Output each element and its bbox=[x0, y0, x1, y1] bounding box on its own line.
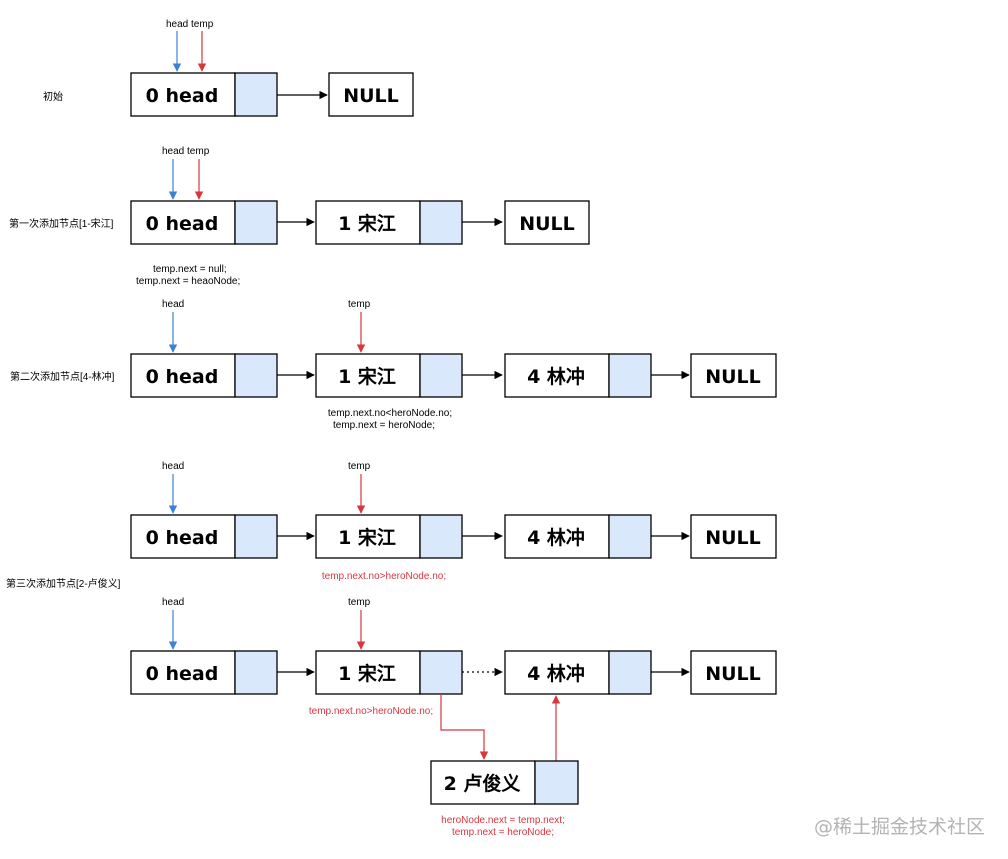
pointer-label-head-temp: head temp bbox=[166, 19, 214, 30]
node-label: 4 林冲 bbox=[527, 662, 585, 685]
next-pointer-cell bbox=[534, 760, 579, 805]
node-null: NULL bbox=[504, 200, 590, 245]
row-first-add: 第一次添加节点[1-宋江] head temp 0 head 1 宋江 NULL… bbox=[9, 146, 590, 287]
node-head: 0 head bbox=[130, 72, 278, 117]
next-pointer-cell bbox=[234, 650, 278, 695]
node-label: 0 head bbox=[146, 527, 219, 549]
next-pointer-cell bbox=[419, 514, 463, 559]
row-label-third-add: 第三次添加节点[2-卢俊义] bbox=[6, 577, 121, 590]
node-label: 0 head bbox=[146, 366, 219, 388]
next-pointer-cell bbox=[419, 650, 463, 695]
next-pointer-cell bbox=[608, 353, 652, 398]
next-pointer-cell bbox=[234, 72, 278, 117]
node-label: NULL bbox=[519, 213, 575, 235]
code-line: temp.next = null; bbox=[153, 264, 227, 275]
node-label: 1 宋江 bbox=[338, 365, 396, 388]
next-pointer-cell bbox=[608, 650, 652, 695]
code-line: temp.next = heroNode; bbox=[452, 827, 554, 838]
node-label: 4 林冲 bbox=[527, 365, 585, 388]
pointer-label-temp: temp bbox=[348, 461, 371, 472]
node-head: 0 head bbox=[130, 650, 278, 695]
next-pointer-cell bbox=[234, 353, 278, 398]
node-songjiang: 1 宋江 bbox=[315, 514, 463, 559]
code-line: temp.next = heaoNode; bbox=[136, 276, 240, 287]
next-pointer-cell bbox=[419, 200, 463, 245]
next-pointer-cell bbox=[234, 200, 278, 245]
node-null: NULL bbox=[690, 650, 777, 695]
node-linchong: 4 林冲 bbox=[504, 353, 652, 398]
node-label: NULL bbox=[705, 527, 761, 549]
node-linchong: 4 林冲 bbox=[504, 650, 652, 695]
row-label-first-add: 第一次添加节点[1-宋江] bbox=[9, 217, 114, 230]
node-null: NULL bbox=[328, 72, 414, 117]
code-line: temp.next = heroNode; bbox=[333, 420, 435, 431]
node-label: NULL bbox=[705, 366, 761, 388]
row-third-add-insert: head temp 0 head 1 宋江 4 林冲 NULL temp.nex… bbox=[130, 597, 777, 838]
node-label: 0 head bbox=[146, 663, 219, 685]
node-head: 0 head bbox=[130, 200, 278, 245]
node-songjiang: 1 宋江 bbox=[315, 200, 463, 245]
pointer-label-temp: temp bbox=[348, 597, 371, 608]
row-label-second-add: 第二次添加节点[4-林冲] bbox=[10, 370, 115, 383]
node-label: 1 宋江 bbox=[338, 212, 396, 235]
node-linchong: 4 林冲 bbox=[504, 514, 652, 559]
next-pointer-cell bbox=[419, 353, 463, 398]
code-line: temp.next.no<heroNode.no; bbox=[328, 408, 452, 419]
node-label: 4 林冲 bbox=[527, 526, 585, 549]
pointer-label-head: head bbox=[162, 299, 184, 310]
row-second-add: 第二次添加节点[4-林冲] head temp 0 head 1 宋江 4 林冲… bbox=[10, 299, 777, 431]
node-songjiang: 1 宋江 bbox=[315, 353, 463, 398]
node-label: 2 卢俊义 bbox=[444, 772, 521, 795]
code-line: heroNode.next = temp.next; bbox=[441, 815, 565, 826]
pointer-label-head: head bbox=[162, 597, 184, 608]
row-initial: 初始 head temp 0 head NULL bbox=[43, 19, 414, 117]
pointer-label-head-temp: head temp bbox=[162, 146, 210, 157]
node-songjiang: 1 宋江 bbox=[315, 650, 463, 695]
node-null: NULL bbox=[690, 514, 777, 559]
code-line: temp.next.no>heroNode.no; bbox=[309, 706, 433, 717]
row-third-add-before: head temp 0 head 1 宋江 4 林冲 NULL temp.nex… bbox=[6, 461, 777, 590]
node-lujunyi: 2 卢俊义 bbox=[430, 760, 579, 805]
pointer-label-head: head bbox=[162, 461, 184, 472]
watermark: @稀土掘金技术社区 bbox=[814, 816, 985, 838]
row-label-initial: 初始 bbox=[43, 90, 63, 103]
pointer-label-temp: temp bbox=[348, 299, 371, 310]
node-head: 0 head bbox=[130, 514, 278, 559]
node-label: 1 宋江 bbox=[338, 662, 396, 685]
node-label: NULL bbox=[705, 663, 761, 685]
node-label: NULL bbox=[343, 85, 399, 107]
node-head: 0 head bbox=[130, 353, 278, 398]
node-label: 1 宋江 bbox=[338, 526, 396, 549]
node-label: 0 head bbox=[146, 85, 219, 107]
code-line: temp.next.no>heroNode.no; bbox=[322, 571, 446, 582]
next-pointer-cell bbox=[608, 514, 652, 559]
node-label: 0 head bbox=[146, 213, 219, 235]
temp-next-to-new-node-arrow bbox=[440, 694, 489, 760]
next-pointer-cell bbox=[234, 514, 278, 559]
node-null: NULL bbox=[690, 353, 777, 398]
